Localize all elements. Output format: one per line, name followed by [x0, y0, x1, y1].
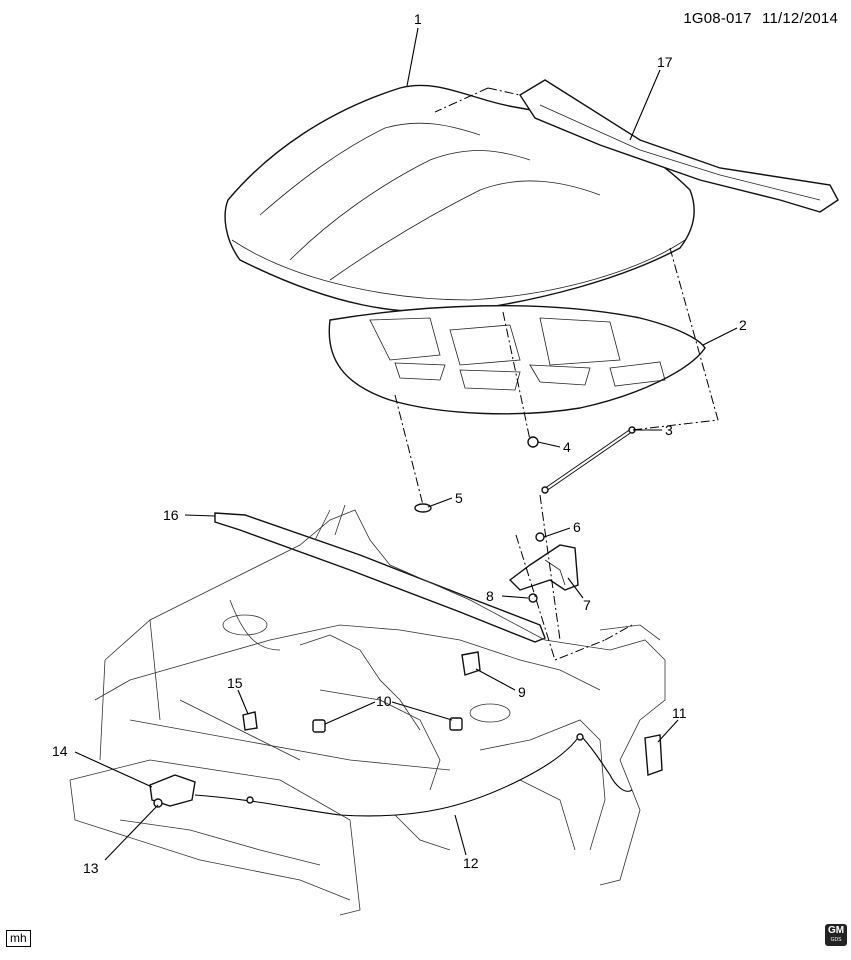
- callout-14: 14: [52, 743, 68, 759]
- callout-10: 10: [376, 693, 392, 709]
- hood-hinge: [508, 544, 579, 591]
- clip-15: [242, 711, 258, 731]
- relation-lines: [394, 87, 719, 661]
- bumper-10-left: [312, 719, 326, 733]
- callout-5: 5: [455, 490, 463, 506]
- leader-lines: [74, 27, 738, 861]
- callout-11: 11: [672, 705, 687, 721]
- diagram-code: 1G08-017: [683, 10, 752, 27]
- callout-6: 6: [573, 519, 581, 535]
- callout-2: 2: [739, 317, 747, 333]
- bolt-6: [535, 532, 545, 542]
- callout-15: 15: [227, 675, 243, 691]
- callout-12: 12: [463, 855, 479, 871]
- callout-3: 3: [665, 422, 673, 438]
- hood-panel: [224, 84, 695, 313]
- hood-release-cable: [194, 733, 633, 817]
- callout-9: 9: [518, 684, 526, 700]
- hood-strut: [541, 426, 636, 494]
- bumper-5: [414, 503, 432, 513]
- callout-1: 1: [414, 11, 422, 27]
- hood-latch: [149, 774, 196, 808]
- hood-release-handle: [644, 734, 663, 776]
- bumper-10-right: [449, 717, 463, 731]
- hood-inner-panel: [328, 304, 706, 415]
- hood-rear-seal: [519, 79, 839, 213]
- callout-17: 17: [657, 54, 673, 70]
- bolt-4: [527, 436, 539, 448]
- callout-7: 7: [583, 597, 591, 613]
- vehicle-front-structure: [69, 504, 666, 916]
- gm-logo-text: GM: [827, 925, 845, 936]
- clip-9: [461, 651, 481, 676]
- nut-8: [528, 593, 538, 603]
- hood-front-seal: [214, 512, 546, 643]
- gm-logo: GM GDS: [825, 924, 847, 946]
- callout-16: 16: [163, 507, 179, 523]
- illustrator-initials: mh: [6, 930, 31, 947]
- diagram-header: 1G08-017 11/12/2014: [677, 10, 838, 27]
- diagram-date: 11/12/2014: [762, 10, 838, 27]
- callout-4: 4: [563, 439, 571, 455]
- callout-8: 8: [486, 588, 494, 604]
- callout-13: 13: [83, 860, 99, 876]
- gm-logo-subtext: GDS: [830, 937, 842, 943]
